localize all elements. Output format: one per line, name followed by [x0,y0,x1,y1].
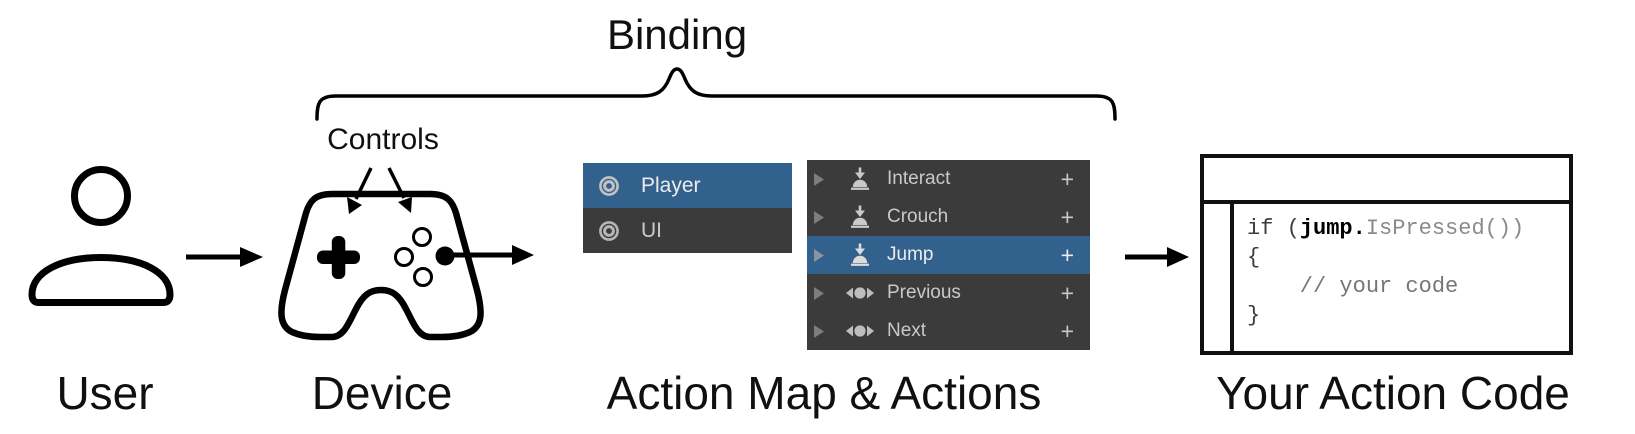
foldout-arrow-icon[interactable] [813,248,825,263]
your-action-code-label: Your Action Code [1216,367,1570,419]
action-row-label: Next [887,320,927,341]
code-line-open-brace: { [1247,245,1261,270]
arrow-device-to-actions [452,245,534,265]
add-binding-button[interactable]: + [1060,279,1074,306]
action-map-label: Action Map & Actions [606,367,1042,419]
actions-panel: Interact + Crouch + Jump + [807,160,1090,350]
axis-icon [846,325,874,337]
action-map-panel: Player UI [583,163,792,253]
action-map-icon [599,175,619,196]
code-line-if: if (jump.IsPressed()) [1247,216,1525,241]
action-row-label: Crouch [887,206,949,227]
dpad-icon [317,236,360,279]
binding-label: Binding [606,11,748,58]
face-buttons-icon [394,227,455,287]
binding-brace [315,67,1117,121]
code-line-close-brace: } [1247,303,1261,328]
code-window-gutter [1204,204,1234,351]
action-row-next[interactable]: Next + [807,312,1090,350]
add-binding-button[interactable]: + [1060,241,1074,268]
code-line-comment: // your code [1247,274,1459,299]
foldout-arrow-icon[interactable] [813,286,825,301]
axis-icon [846,287,874,299]
add-binding-button[interactable]: + [1060,203,1074,230]
user-label: User [56,367,154,419]
arrow-user-to-device [186,247,263,267]
action-row-interact[interactable]: Interact + [807,160,1090,198]
action-row-jump[interactable]: Jump + [807,236,1090,274]
device-label: Device [311,367,453,419]
action-map-row-label: Player [641,173,701,197]
action-row-label: Jump [887,244,934,265]
foldout-arrow-icon[interactable] [813,324,825,339]
code-window-titlebar [1204,158,1569,204]
action-map-row-player[interactable]: Player [583,163,792,208]
controls-pointer-arrows [347,167,412,214]
user-icon [28,166,174,306]
action-map-row-label: UI [641,218,662,242]
action-row-label: Previous [887,282,961,303]
action-row-label: Interact [887,168,951,189]
action-code-window: if (jump.IsPressed()) { // your code } [1200,154,1573,355]
code-snippet: if (jump.IsPressed()) { // your code } [1234,204,1569,351]
button-press-icon [851,167,869,190]
code-jump-keyword: jump. [1299,216,1366,241]
action-row-crouch[interactable]: Crouch + [807,198,1090,236]
controls-label: Controls [327,123,439,156]
add-binding-button[interactable]: + [1060,317,1074,344]
gamepad-icon [278,190,484,341]
add-binding-button[interactable]: + [1060,165,1074,192]
action-map-row-ui[interactable]: UI [583,208,792,253]
arrow-actions-to-code [1125,247,1189,267]
button-press-icon [851,243,869,266]
foldout-arrow-icon[interactable] [813,210,825,225]
action-row-previous[interactable]: Previous + [807,274,1090,312]
action-map-icon [599,220,619,241]
button-press-icon [851,205,869,228]
foldout-arrow-icon[interactable] [813,172,825,187]
